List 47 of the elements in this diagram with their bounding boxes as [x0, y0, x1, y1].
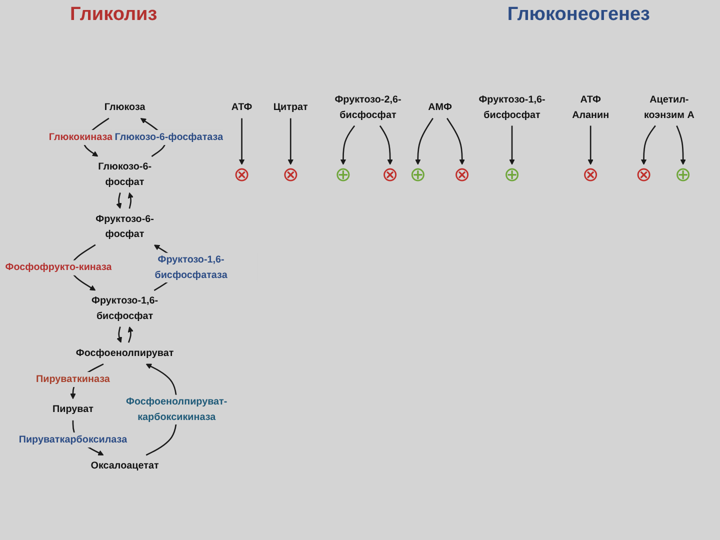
edge-label: Пируваткиназа: [36, 373, 110, 385]
node-text: АМФ: [428, 101, 452, 113]
arrow: [116, 192, 122, 209]
arrow: [128, 192, 134, 209]
arrow: [379, 125, 393, 165]
pathway-heading: Глюконеогенез: [507, 4, 650, 26]
arrow: [288, 118, 294, 165]
arrow: [238, 118, 245, 165]
arrow: [446, 118, 465, 165]
edge-label: Глюкозо-6-фосфатаза: [114, 131, 224, 142]
arrow: [676, 125, 686, 165]
node-text: ⊕: [504, 164, 520, 186]
arrow: [509, 126, 515, 165]
edge-label: Фосфофрукто-киназа: [5, 262, 112, 273]
node-text: ⊕: [334, 164, 352, 186]
arrow: [588, 126, 594, 165]
node-text: Глюкозо-6-фосфат: [98, 161, 152, 188]
node-text: Цитрат: [273, 101, 308, 113]
node-text: АТФ: [231, 101, 252, 113]
edge-label: Глюкокиназа: [48, 131, 113, 142]
node-text: ⊕: [674, 164, 692, 186]
edge-label: Фруктозо-1,6-бисфосфатаза: [154, 254, 228, 280]
node-text: Фруктозо-6-фосфат: [96, 213, 154, 240]
node-text: ⊗: [382, 164, 398, 186]
arrow: [116, 326, 122, 343]
arrow: [128, 326, 134, 343]
node-text: Пируват: [52, 403, 94, 415]
arrow: [415, 118, 434, 165]
node-text: Ацетил-коэнзим А: [644, 94, 694, 120]
node-text: ⊕: [410, 164, 426, 186]
edge-label: Фосфоенолпируват-карбоксикиназа: [126, 396, 228, 422]
node-text: АТФ Аланин: [572, 94, 610, 120]
node-text: Фруктозо-2,6-бисфосфат: [334, 94, 402, 120]
node-text: ⊗: [282, 164, 299, 186]
node-text: Фосфоенолпируват: [76, 347, 174, 358]
pathway-heading: Гликолиз: [70, 4, 158, 26]
node-text: ⊗: [454, 164, 470, 186]
edge-label: Пируваткарбоксилаза: [18, 434, 128, 445]
arrow: [640, 125, 656, 165]
arrow: [340, 125, 356, 165]
node-text: Фруктозо-1,6-бисфосфат: [478, 94, 546, 120]
node-text: ⊗: [234, 164, 250, 186]
node-text: Оксалоацетат: [90, 460, 159, 471]
node-text: Фруктозо-1,6-бисфосфат: [92, 295, 158, 322]
node-text: Глюкоза: [104, 101, 146, 113]
node-text: ⊗: [582, 164, 599, 186]
node-text: ⊗: [635, 164, 652, 186]
